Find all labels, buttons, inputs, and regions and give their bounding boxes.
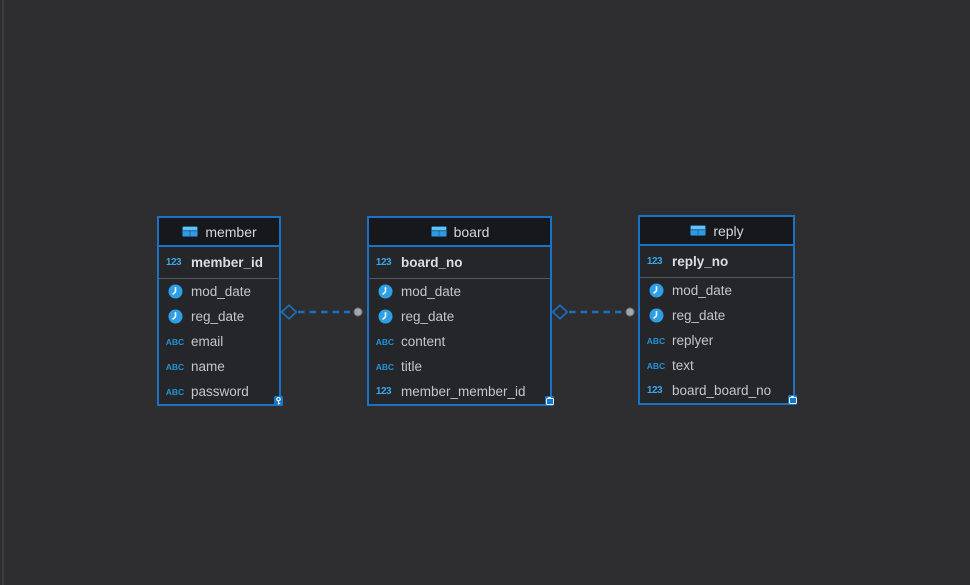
- entity-title: member: [205, 223, 257, 240]
- column-row[interactable]: mod_date: [640, 278, 793, 303]
- column-row[interactable]: ABC content: [369, 329, 550, 354]
- column-label: replyer: [672, 333, 714, 348]
- fk-badge-icon: [546, 393, 554, 408]
- column-row[interactable]: mod_date: [159, 279, 279, 304]
- text-icon: ABC: [165, 361, 185, 372]
- entity-member[interactable]: member 123 member_id mod_date reg_date A…: [157, 216, 283, 406]
- text-icon: ABC: [375, 361, 395, 372]
- entity-title: board: [453, 223, 490, 240]
- column-label: mod_date: [191, 284, 252, 299]
- column-row[interactable]: reg_date: [159, 304, 279, 329]
- column-label: mod_date: [672, 283, 733, 298]
- column-label: reg_date: [401, 309, 455, 324]
- column-label: reply_no: [672, 254, 729, 269]
- datetime-icon: [645, 308, 667, 323]
- entity-board-header[interactable]: board: [369, 218, 550, 247]
- column-row[interactable]: ABC email: [159, 329, 279, 354]
- column-row-pk[interactable]: 123 member_id: [159, 247, 283, 406]
- column-label: email: [191, 334, 224, 349]
- table-icon: [181, 226, 199, 237]
- column-label: password: [191, 384, 249, 399]
- column-label: name: [191, 359, 225, 374]
- column-row[interactable]: reg_date: [369, 304, 550, 329]
- column-row[interactable]: ABC text: [640, 353, 793, 378]
- diamond-marker: [281, 304, 298, 320]
- entity-reply[interactable]: reply 123 reply_no mod_date reg_date ABC…: [638, 215, 797, 405]
- text-icon: ABC: [646, 360, 666, 371]
- number-key-icon: 123: [645, 256, 797, 405]
- relation-member-board[interactable]: [281, 300, 367, 324]
- entity-member-header[interactable]: member: [159, 218, 279, 247]
- number-fk-icon: 123: [374, 386, 554, 405]
- column-row[interactable]: ABC title: [369, 354, 550, 379]
- column-row-pk[interactable]: 123 reply_no: [640, 246, 797, 405]
- entity-board[interactable]: board 123 board_no mod_date reg_date ABC…: [367, 216, 554, 406]
- datetime-icon: [645, 283, 667, 298]
- column-label: reg_date: [672, 308, 726, 323]
- column-row[interactable]: ABC password: [159, 379, 279, 404]
- dot-marker: [625, 307, 635, 317]
- datetime-icon: [164, 309, 186, 324]
- text-icon: ABC: [375, 336, 395, 347]
- datetime-icon: [374, 309, 396, 324]
- column-row[interactable]: reg_date: [640, 303, 793, 328]
- column-row[interactable]: ABC name: [159, 354, 279, 379]
- text-icon: ABC: [646, 335, 666, 346]
- datetime-icon: [164, 284, 186, 299]
- dot-marker: [353, 307, 363, 317]
- column-label: title: [401, 359, 423, 374]
- panel-edge: [2, 0, 4, 585]
- text-icon: ABC: [165, 386, 185, 397]
- column-label: member_member_id: [401, 384, 526, 399]
- relation-board-reply[interactable]: [552, 300, 638, 324]
- column-row[interactable]: mod_date: [369, 279, 550, 304]
- entity-title: reply: [713, 222, 744, 239]
- column-label: text: [672, 358, 694, 373]
- column-row[interactable]: 123 board_board_no: [640, 378, 797, 404]
- fk-badge-icon: [789, 392, 797, 407]
- column-label: reg_date: [191, 309, 245, 324]
- column-label: content: [401, 334, 446, 349]
- key-badge-icon: [274, 394, 283, 409]
- column-label: board_board_no: [672, 383, 772, 398]
- number-key-icon: 123: [164, 257, 283, 406]
- column-row[interactable]: 123 member_member_id: [369, 379, 554, 405]
- number-fk-icon: 123: [645, 385, 797, 404]
- column-label: member_id: [191, 255, 264, 270]
- number-key-icon: 123: [374, 257, 554, 406]
- datetime-icon: [374, 284, 396, 299]
- entity-reply-header[interactable]: reply: [640, 217, 793, 246]
- column-label: board_no: [401, 255, 463, 270]
- column-row-pk[interactable]: 123 board_no: [369, 247, 554, 406]
- column-label: mod_date: [401, 284, 462, 299]
- column-row[interactable]: ABC replyer: [640, 328, 793, 353]
- diamond-marker: [552, 304, 569, 320]
- text-icon: ABC: [165, 336, 185, 347]
- table-icon: [689, 225, 707, 236]
- table-icon: [430, 226, 448, 237]
